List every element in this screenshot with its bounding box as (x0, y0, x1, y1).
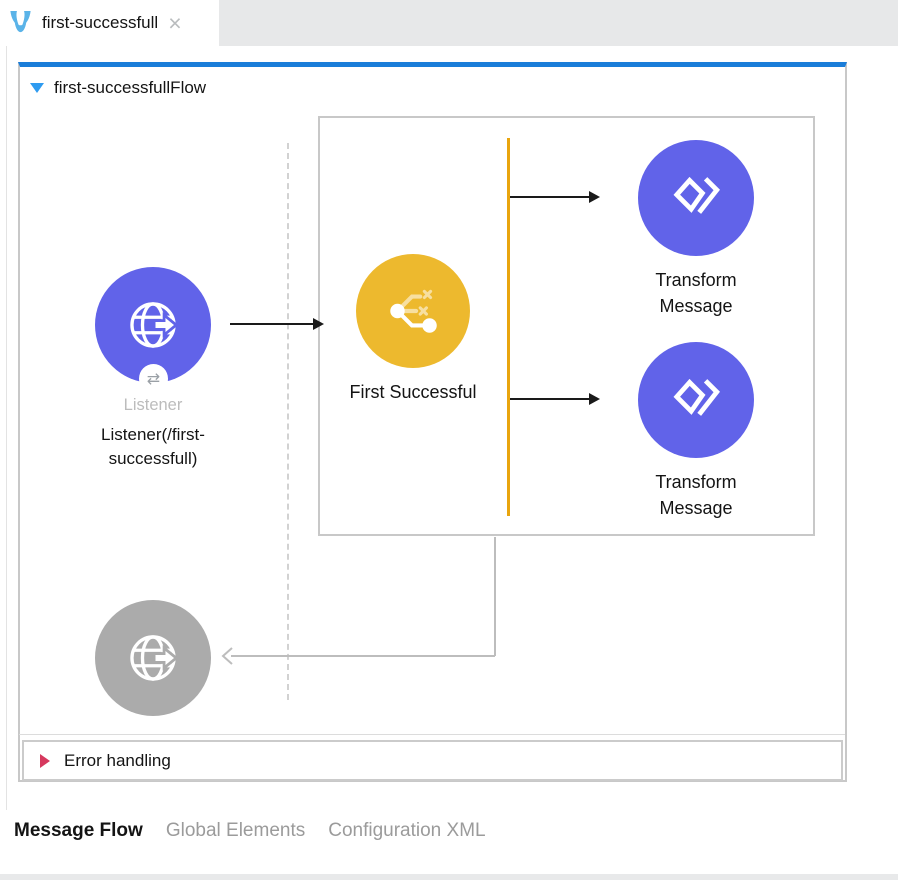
tab-global-elements[interactable]: Global Elements (165, 820, 306, 841)
tab-message-flow[interactable]: Message Flow (14, 820, 143, 841)
http-listener-node[interactable] (95, 267, 211, 383)
editor-tab-title: first-successfull (42, 13, 159, 32)
return-connector-horizontal (231, 655, 495, 657)
dataweave-icon (664, 368, 728, 432)
flow-header: first-successfullFlow (30, 78, 206, 98)
listener-doc-name: Listener(/first-successfull) (101, 425, 205, 468)
flow-dashed-guide-line (287, 143, 289, 700)
tab-configuration-xml[interactable]: Configuration XML (328, 820, 486, 841)
first-successful-node[interactable] (356, 254, 470, 368)
transform-message-label-2: Transform Message (655, 472, 737, 518)
return-arrowhead-icon (220, 646, 234, 666)
first-successful-label: First Successful (349, 382, 477, 402)
editor-tab-bar: first-successfull × (0, 0, 898, 46)
bottom-panel-edge (0, 874, 898, 880)
transform-message-node-1[interactable] (638, 140, 754, 256)
editor-tab-first-successfull[interactable]: first-successfull × (0, 0, 219, 46)
error-handling-label: Error handling (64, 750, 171, 770)
arrow-listener-to-first-successful (230, 318, 324, 330)
arrow-route-to-transform-2 (510, 393, 600, 405)
chevron-down-icon[interactable] (30, 83, 44, 93)
exchange-arrows-glyph: ⇄ (146, 370, 161, 388)
listener-type-label: Listener (123, 396, 183, 414)
flow-title: first-successfullFlow (54, 78, 207, 97)
http-response-ghost-node[interactable] (95, 600, 211, 716)
canvas-left-edge (6, 46, 7, 810)
return-connector-vertical (494, 537, 496, 656)
route-branch-line (507, 138, 510, 516)
mule-logo-icon (7, 10, 34, 37)
http-listener-icon (122, 294, 184, 356)
arrow-route-to-transform-1 (510, 191, 600, 203)
close-icon[interactable]: × (168, 9, 182, 36)
transform-message-node-2[interactable] (638, 342, 754, 458)
view-tab-bar: Message Flow Global Elements Configurati… (0, 820, 898, 842)
exchange-badge-icon[interactable]: ⇄ (139, 364, 168, 393)
error-handling-bar[interactable]: Error handling (22, 740, 843, 781)
http-response-icon (122, 627, 184, 689)
flow-footer-divider (19, 734, 845, 735)
transform-message-label-1: Transform Message (655, 270, 737, 316)
first-successful-icon (382, 280, 444, 342)
dataweave-icon (664, 166, 728, 230)
chevron-right-icon[interactable] (40, 753, 50, 768)
